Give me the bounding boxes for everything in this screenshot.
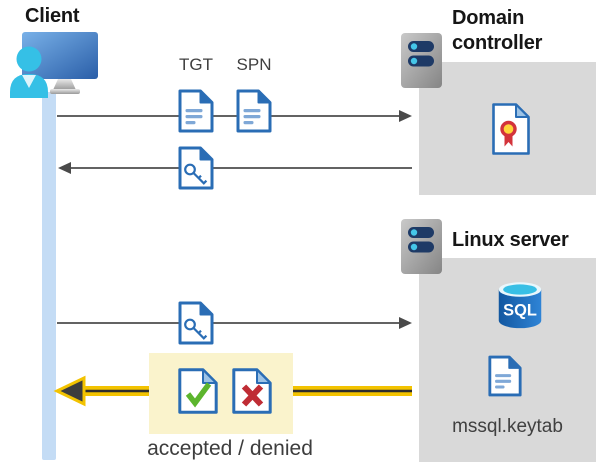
spn-label: SPN [236,55,272,74]
spn-document-icon [236,89,272,133]
sql-database-icon: SQL [498,282,542,329]
client-title: Client [25,5,80,27]
check-document-icon [178,368,218,414]
tgt-document-icon [178,89,214,133]
result-caption: accepted / denied [147,437,313,460]
key-document-icon-dc-response [178,146,214,190]
sql-label: SQL [503,302,537,320]
arrow-dc-to-client [58,162,412,174]
keytab-label: mssql.keytab [452,416,563,437]
client-workstation-icon [10,32,98,98]
tgt-label: TGT [179,55,213,74]
linux-server-server-icon [401,219,442,274]
domain-controller-server-icon [401,33,442,88]
arrow-client-to-dc [57,110,412,122]
certificate-icon [492,103,530,155]
domain-controller-title: Domain controller [452,7,543,54]
keytab-document-icon [488,355,522,397]
client-lifeline-bar [42,92,56,460]
key-document-icon-to-linux [178,301,214,345]
cross-document-icon [232,368,272,414]
linux-server-title: Linux server [452,229,569,251]
arrow-client-to-linux [57,317,412,329]
